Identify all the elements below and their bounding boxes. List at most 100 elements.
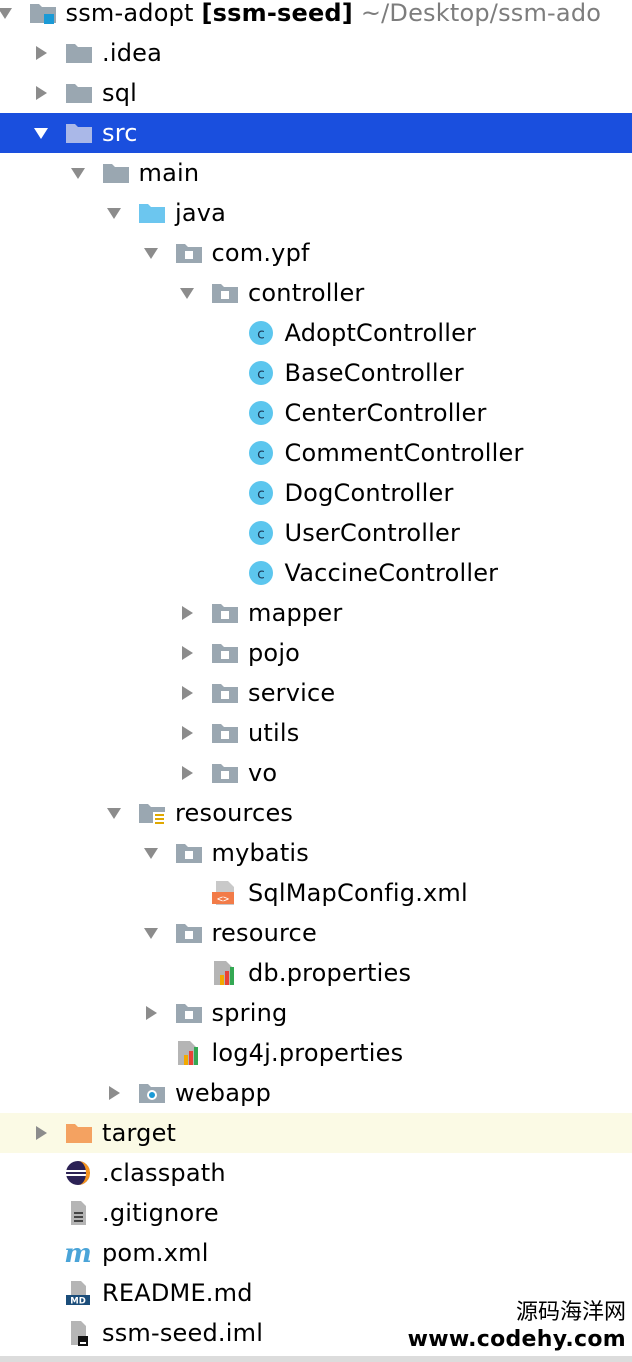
tree-row-label: AdoptController <box>285 313 477 353</box>
tree-row-idea[interactable]: .idea <box>0 33 632 73</box>
tree-row-dbprops[interactable]: db.properties <box>0 953 632 993</box>
expand-arrow-icon[interactable] <box>33 1125 49 1141</box>
properties-file-icon <box>210 960 240 986</box>
tree-row-label: target <box>102 1113 176 1153</box>
tree-row-resources[interactable]: resources <box>0 793 632 833</box>
properties-file-icon <box>174 1040 204 1066</box>
tree-row-label: spring <box>212 993 288 1033</box>
tree-row-comment[interactable]: c CommentController <box>0 433 632 473</box>
tree-row-utils[interactable]: utils <box>0 713 632 753</box>
node-name: pojo <box>248 639 301 667</box>
class-icon: c <box>247 480 277 506</box>
node-name: webapp <box>175 1079 272 1107</box>
tree-row-mybatis[interactable]: mybatis <box>0 833 632 873</box>
tree-row-label: SqlMapConfig.xml <box>248 873 468 913</box>
node-name: spring <box>211 999 288 1027</box>
collapse-arrow-icon[interactable] <box>70 165 86 181</box>
tree-row-java[interactable]: java <box>0 193 632 233</box>
tree-row-classpath[interactable]: .classpath <box>0 1153 632 1193</box>
maven-file-icon: m <box>64 1240 94 1266</box>
svg-text:c: c <box>257 567 265 583</box>
tree-row-dog[interactable]: c DogController <box>0 473 632 513</box>
node-name: ssm-seed.iml <box>102 1319 264 1347</box>
tree-row-label: .idea <box>102 33 162 73</box>
folder-icon <box>64 120 94 146</box>
node-name: .gitignore <box>102 1199 219 1227</box>
node-name: target <box>102 1119 177 1147</box>
tree-row-label: mapper <box>248 593 342 633</box>
tree-row-controller[interactable]: controller <box>0 273 632 313</box>
tree-row-label: java <box>175 193 226 233</box>
collapse-arrow-icon[interactable] <box>106 805 122 821</box>
package-icon <box>210 720 240 746</box>
expand-arrow-icon[interactable] <box>33 45 49 61</box>
tree-row-root[interactable]: ssm-adopt [ssm-seed] ~/Desktop/ssm-ado <box>0 0 632 33</box>
expand-arrow-icon[interactable] <box>33 85 49 101</box>
tree-row-gitignore[interactable]: .gitignore <box>0 1193 632 1233</box>
collapse-arrow-icon[interactable] <box>179 285 195 301</box>
expand-arrow-icon[interactable] <box>106 1085 122 1101</box>
tree-row-mapper[interactable]: mapper <box>0 593 632 633</box>
expand-arrow-icon[interactable] <box>179 765 195 781</box>
node-name: CenterController <box>284 399 487 427</box>
expand-arrow-icon[interactable] <box>179 725 195 741</box>
tree-row-label: webapp <box>175 1073 271 1113</box>
tree-row-resource[interactable]: resource <box>0 913 632 953</box>
tree-row-iml[interactable]: ssm-seed.iml <box>0 1313 632 1353</box>
iml-file-icon <box>64 1320 94 1346</box>
node-name: src <box>102 119 138 147</box>
collapse-arrow-icon[interactable] <box>106 205 122 221</box>
horizontal-scrollbar[interactable] <box>0 1356 632 1362</box>
collapse-arrow-icon[interactable] <box>0 5 13 21</box>
expand-arrow-icon[interactable] <box>179 685 195 701</box>
expand-arrow-icon[interactable] <box>179 645 195 661</box>
tree-row-main[interactable]: main <box>0 153 632 193</box>
tree-row-sql[interactable]: sql <box>0 73 632 113</box>
tree-row-label: CommentController <box>285 433 524 473</box>
tree-row-label: sql <box>102 73 137 113</box>
xml-file-icon: <> <box>210 880 240 906</box>
svg-text:c: c <box>257 407 265 423</box>
web-folder-icon <box>137 1080 167 1106</box>
tree-row-vo[interactable]: vo <box>0 753 632 793</box>
node-name: .classpath <box>102 1159 226 1187</box>
tree-row-service[interactable]: service <box>0 673 632 713</box>
node-name: service <box>248 679 336 707</box>
tree-row-label: log4j.properties <box>212 1033 404 1073</box>
tree-row-label: db.properties <box>248 953 411 993</box>
package-icon <box>210 280 240 306</box>
collapse-arrow-icon[interactable] <box>33 125 49 141</box>
tree-row-center[interactable]: c CenterController <box>0 393 632 433</box>
collapse-arrow-icon[interactable] <box>143 245 159 261</box>
tree-row-readme[interactable]: MD README.md <box>0 1273 632 1313</box>
svg-text:c: c <box>257 447 265 463</box>
collapse-arrow-icon[interactable] <box>143 845 159 861</box>
watermark-line1: 源码海洋网 <box>515 1300 626 1325</box>
tree-row-src[interactable]: src <box>0 113 632 153</box>
tree-row-webapp[interactable]: webapp <box>0 1073 632 1113</box>
tree-row-target[interactable]: target <box>0 1113 632 1153</box>
svg-text:MD: MD <box>70 1297 86 1307</box>
tree-row-label: .classpath <box>102 1153 226 1193</box>
expand-arrow-icon[interactable] <box>143 1005 159 1021</box>
tree-row-log4j[interactable]: log4j.properties <box>0 1033 632 1073</box>
node-name: com.ypf <box>211 239 310 267</box>
node-name: README.md <box>102 1279 253 1307</box>
tree-row-sqlmap[interactable]: <> SqlMapConfig.xml <box>0 873 632 913</box>
package-icon <box>210 600 240 626</box>
tree-row-spring[interactable]: spring <box>0 993 632 1033</box>
tree-row-com-ypf[interactable]: com.ypf <box>0 233 632 273</box>
node-name: DogController <box>284 479 454 507</box>
collapse-arrow-icon[interactable] <box>143 925 159 941</box>
package-icon <box>174 840 204 866</box>
tree-row-pojo[interactable]: pojo <box>0 633 632 673</box>
project-path: ~/Desktop/ssm-ado <box>360 0 602 27</box>
expand-arrow-icon[interactable] <box>179 605 195 621</box>
tree-row-label: main <box>139 153 200 193</box>
tree-row-label: BaseController <box>285 353 464 393</box>
